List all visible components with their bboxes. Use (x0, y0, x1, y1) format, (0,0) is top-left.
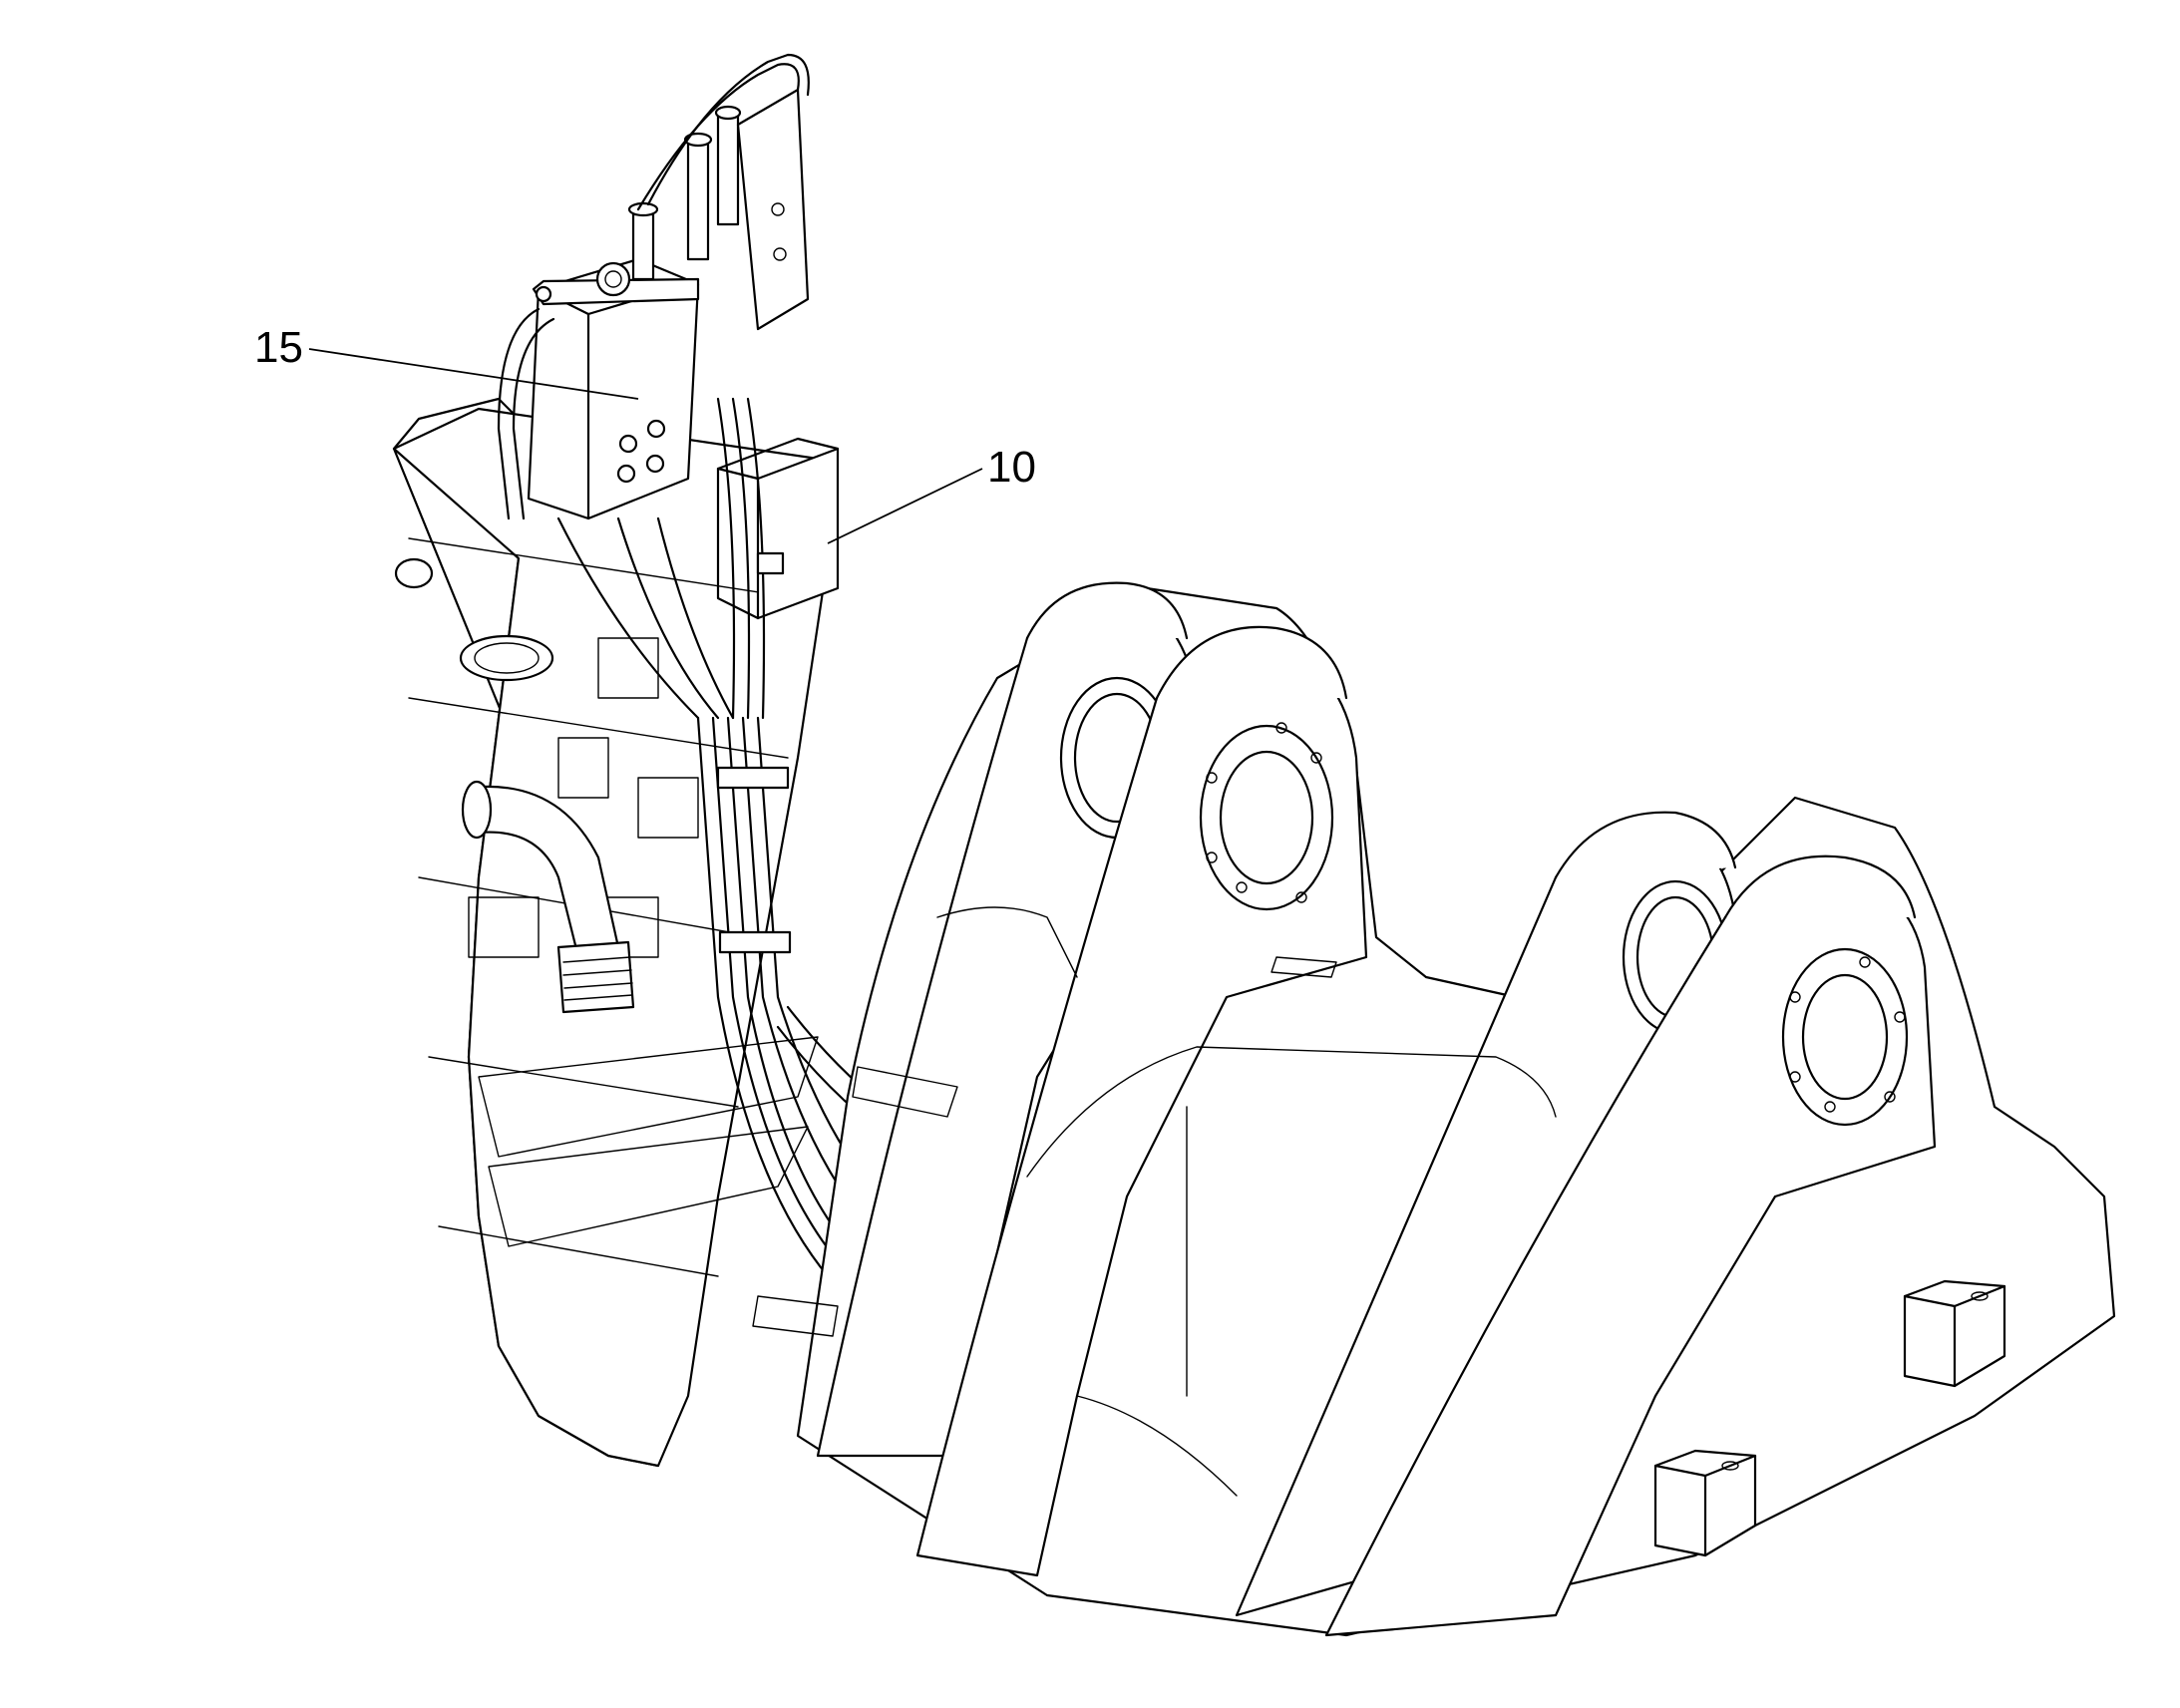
valve-block (527, 257, 700, 520)
elbow-pipe (461, 780, 635, 1014)
callout-15-label: 15 (254, 323, 303, 372)
callout-10-label: 10 (987, 443, 1036, 492)
callout-15: 15 (254, 323, 639, 400)
boom-frame (752, 581, 2116, 1637)
callout-15-leader (308, 348, 639, 400)
hose-fittings (627, 105, 742, 281)
callout-10: 10 (827, 443, 1036, 544)
callout-10-leader (827, 468, 983, 544)
mounting-bracket (716, 88, 840, 620)
